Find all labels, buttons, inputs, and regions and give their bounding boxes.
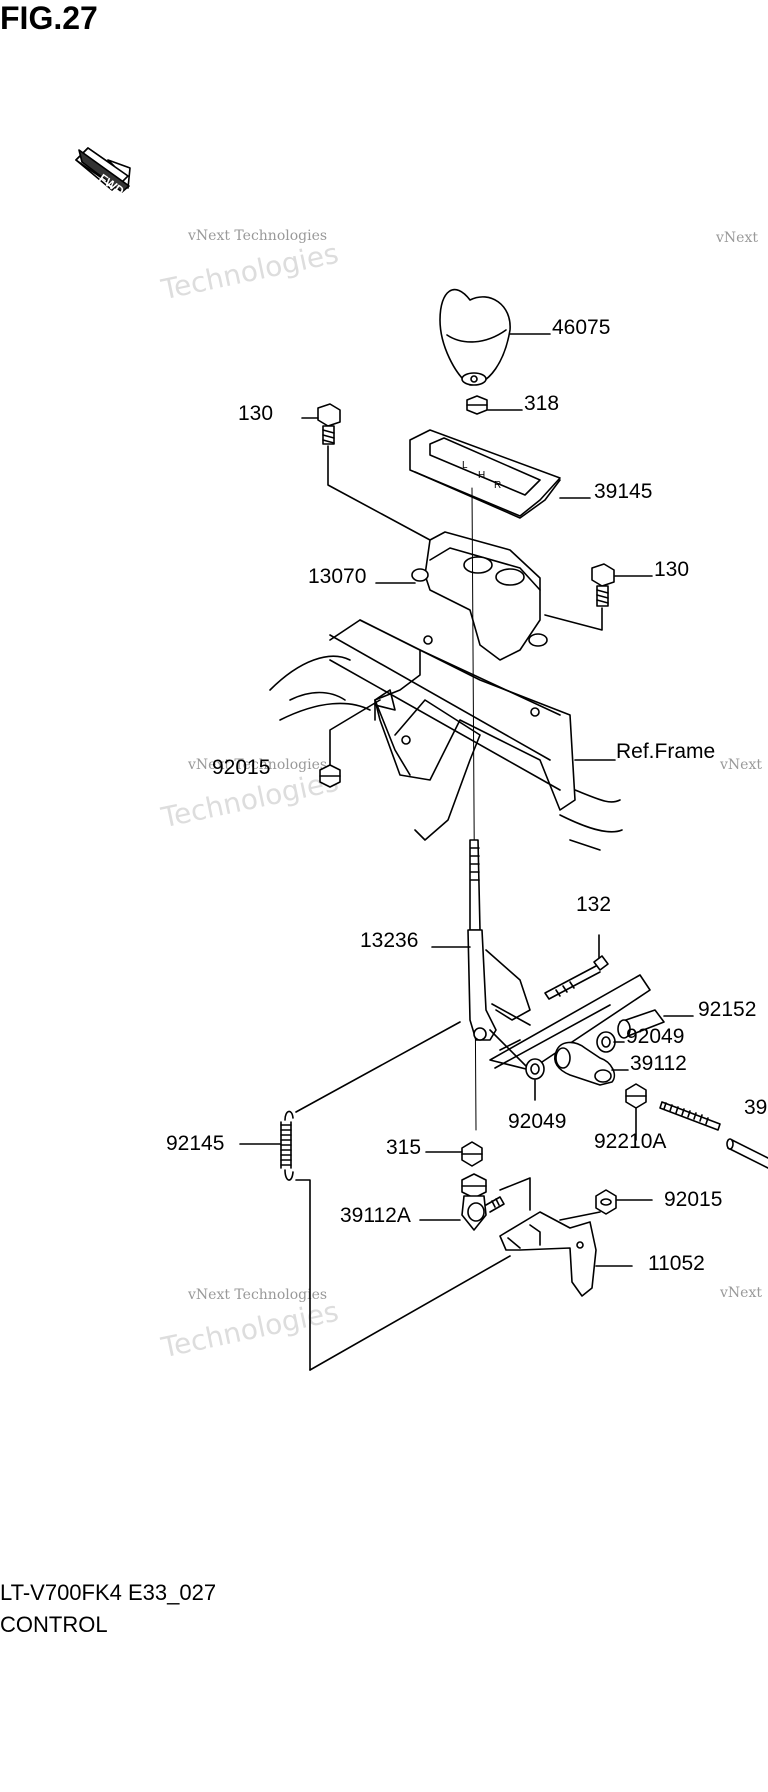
part-label-39-cut: 39 [744,1096,768,1119]
threaded-rod [659,1101,768,1169]
part-label-92049-lower: 92049 [508,1110,567,1133]
nut-318 [466,395,523,415]
part-label-13236: 13236 [360,929,419,952]
svg-text:L: L [462,460,468,471]
watermark-text: vNext Technologies [188,757,328,773]
gate-plate: L H R [409,429,591,519]
nut-92015-left [319,699,381,788]
part-label-39112: 39112 [630,1052,687,1075]
spring-92145 [239,1003,531,1371]
bolt-132 [544,934,609,1000]
part-label-132: 132 [576,893,612,916]
part-label-92049: 92049 [626,1025,685,1048]
washer-92049-upper [596,1031,625,1053]
shift-lever [431,487,531,1131]
figure-title: FIG.27 [0,0,98,36]
watermark-text: vNext [720,1285,762,1301]
nut-92210A [625,1083,647,1141]
part-label-318: 318 [524,392,560,415]
part-label-92152: 92152 [698,998,757,1021]
bolt-130 [301,403,431,541]
arm-39112 [554,1041,629,1086]
svg-text:H: H [478,470,485,481]
frame-bracket [269,619,623,851]
watermark-text: vNext Technologies [188,228,328,244]
part-label-92015-left: 92015 [212,756,271,779]
part-label-ref-frame: Ref.Frame [616,740,716,763]
part-label-39112A: 39112A [340,1204,411,1227]
pin-92152 [617,1009,694,1039]
bolt-130-right [544,563,653,631]
bracket-11052 [499,1211,633,1297]
model-code: LT-V700FK4 E33_027 [0,1580,217,1605]
part-label-130-right: 130 [654,558,690,581]
part-label-46075: 46075 [552,316,611,339]
watermark-text: vNext [720,757,762,773]
lever-guide [375,531,548,661]
fwd-arrow-icon [75,147,131,193]
section-name: CONTROL [0,1612,108,1637]
watermark-text: vNext [716,230,758,246]
nut-92015-right [559,1189,653,1221]
part-label-92145: 92145 [166,1132,225,1155]
rod-end-39112A [419,1173,531,1231]
shift-knob [439,288,551,386]
part-label-92210A: 92210A [594,1130,667,1153]
svg-text:R: R [494,480,501,491]
part-label-11052: 11052 [648,1252,705,1275]
washer-92049-lower [525,1058,545,1101]
watermark-text: vNext Technologies [188,1287,328,1303]
part-label-39145: 39145 [594,480,653,503]
part-label-130: 130 [238,402,274,425]
part-label-92015-right: 92015 [664,1188,723,1211]
linkage-plate [489,974,651,1071]
part-label-315: 315 [386,1136,422,1159]
nut-315 [425,1141,483,1167]
part-label-13070: 13070 [308,565,367,588]
